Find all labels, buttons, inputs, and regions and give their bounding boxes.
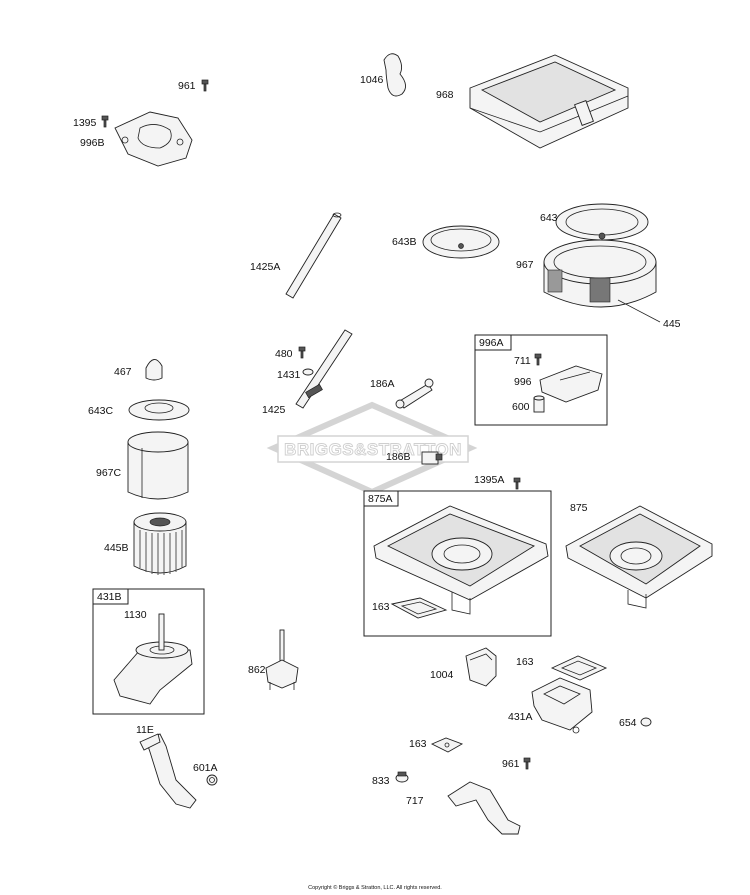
- label-467: 467: [114, 366, 132, 378]
- group-box-996A: 996A: [474, 334, 608, 426]
- gasket-163-lower: [430, 737, 464, 753]
- label-1004: 1004: [430, 669, 454, 681]
- screw-711: [534, 353, 542, 366]
- watermark-text: BRIGGS&STRATTON: [284, 440, 462, 459]
- briggs-stratton-watermark: BRIGGS&STRATTON: [266, 401, 478, 496]
- elbow-431A: [531, 677, 593, 734]
- fitting-186B: [421, 451, 443, 465]
- bracket-996: [539, 365, 603, 403]
- label-654: 654: [619, 717, 637, 729]
- group-box-431B: 431B: [92, 588, 205, 715]
- label-600: 600: [512, 401, 530, 413]
- filter-cartridge-445B: [133, 512, 187, 575]
- label-862: 862: [248, 664, 266, 676]
- screw-961-top: [201, 79, 209, 92]
- screw-480: [298, 346, 306, 359]
- label-1395A: 1395A: [474, 474, 504, 486]
- gasket-1046: [383, 53, 406, 97]
- label-711: 711: [514, 355, 531, 367]
- label-601A: 601A: [193, 762, 218, 774]
- label-1130: 1130: [124, 609, 147, 621]
- label-1046: 1046: [360, 74, 384, 86]
- label-163-lower: 163: [409, 738, 427, 750]
- label-961-top: 961: [178, 80, 196, 92]
- base-1130: [113, 613, 193, 705]
- box-label-996A: 996A: [479, 337, 504, 349]
- tube-1425: [295, 329, 353, 409]
- label-643: 643: [540, 212, 558, 224]
- label-643B: 643B: [392, 236, 417, 248]
- label-717: 717: [406, 795, 424, 807]
- cover-disc-643: [555, 203, 649, 241]
- dish-643B: [422, 225, 500, 259]
- base-875: [565, 505, 713, 609]
- label-996B: 996B: [80, 137, 105, 149]
- part-1004: [465, 647, 497, 687]
- cover-968: [469, 54, 629, 149]
- screw-1395: [101, 115, 109, 128]
- label-875: 875: [570, 502, 588, 514]
- label-445: 445: [663, 318, 681, 330]
- label-968: 968: [436, 89, 454, 101]
- grommet-654: [640, 717, 652, 727]
- callout-labels: 961 1395 996B 1046 968 643 643B 967 445 …: [73, 74, 681, 807]
- stud-862: [265, 629, 299, 690]
- label-967C: 967C: [96, 467, 122, 479]
- gasket-163-box: [390, 597, 448, 619]
- label-163-right: 163: [516, 656, 534, 668]
- label-961-lower: 961: [502, 758, 520, 770]
- label-163-box: 163: [372, 601, 390, 613]
- spacer-600: [533, 395, 545, 413]
- label-431A: 431A: [508, 711, 533, 723]
- gasket-163-right: [550, 655, 608, 681]
- box-label-875A: 875A: [368, 493, 393, 505]
- label-186B: 186B: [386, 451, 411, 463]
- elbow-186A: [395, 378, 434, 409]
- label-11E: 11E: [136, 724, 154, 736]
- label-833: 833: [372, 775, 390, 787]
- filter-967: [543, 239, 657, 308]
- clamp-601A: [206, 774, 218, 786]
- group-box-875A: 875A: [363, 490, 552, 637]
- screw-1395A: [513, 477, 521, 490]
- label-186A: 186A: [370, 378, 395, 390]
- fitting-833: [395, 771, 409, 783]
- label-643C: 643C: [88, 405, 114, 417]
- copyright-notice: Copyright © Briggs & Stratton, LLC. All …: [308, 884, 442, 891]
- precleaner-967C: [127, 431, 189, 500]
- tube-11E: [139, 733, 197, 809]
- screw-961-lower: [523, 757, 531, 770]
- leader-445: [617, 299, 661, 323]
- label-445B: 445B: [104, 542, 129, 554]
- cover-643C: [128, 399, 190, 421]
- label-1425A: 1425A: [250, 261, 280, 273]
- label-1431: 1431: [277, 369, 301, 381]
- box-label-431B: 431B: [97, 591, 122, 603]
- label-1395: 1395: [73, 117, 97, 129]
- washer-1431: [302, 368, 314, 376]
- label-1425: 1425: [262, 404, 286, 416]
- base-875A: [373, 505, 549, 615]
- knob-467: [145, 359, 163, 381]
- label-967: 967: [516, 259, 534, 271]
- bracket-717: [447, 781, 521, 835]
- bracket-996B: [114, 111, 193, 167]
- label-996: 996: [514, 376, 532, 388]
- label-480: 480: [275, 348, 293, 360]
- tube-1425A: [285, 212, 342, 299]
